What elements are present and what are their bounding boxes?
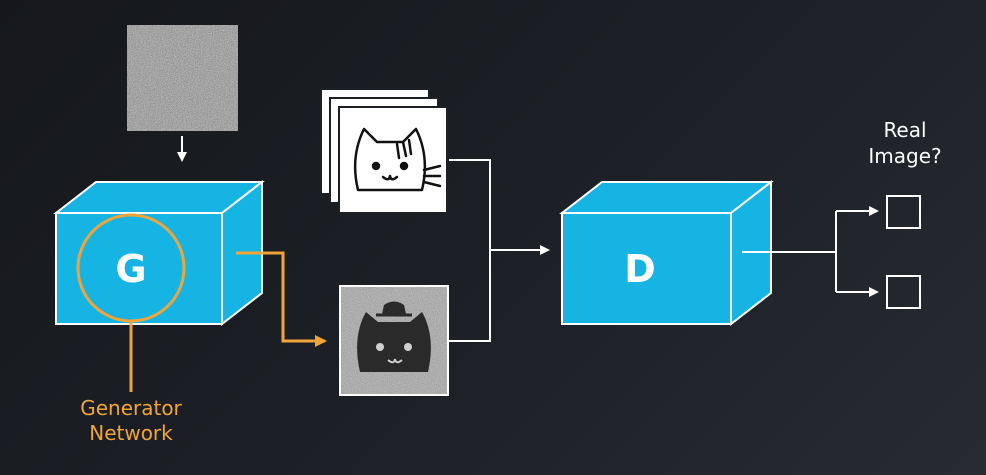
real-cat-drawing-icon — [353, 127, 442, 192]
checkbox-icon — [886, 275, 921, 309]
generator-caption-line1: Generator — [80, 396, 182, 420]
discriminator-box: D — [559, 179, 774, 327]
output-question-line1: Real — [883, 118, 926, 142]
generator-box: G — [53, 179, 265, 327]
fake-cat-image — [339, 285, 449, 396]
output-question-line2: Image? — [868, 144, 941, 168]
real-cat-image-stack — [320, 88, 448, 214]
real-image-connector — [449, 159, 491, 250]
discriminator-letter: D — [624, 247, 656, 291]
noise-input-image — [127, 25, 238, 131]
generator-letter: G — [115, 247, 146, 291]
fake-image-connector — [449, 250, 491, 342]
generator-caption-line2: Network — [89, 421, 173, 445]
checkbox-icon — [886, 195, 921, 229]
generator-output-arrow — [236, 251, 327, 347]
fake-cat-drawing-icon — [357, 301, 431, 372]
